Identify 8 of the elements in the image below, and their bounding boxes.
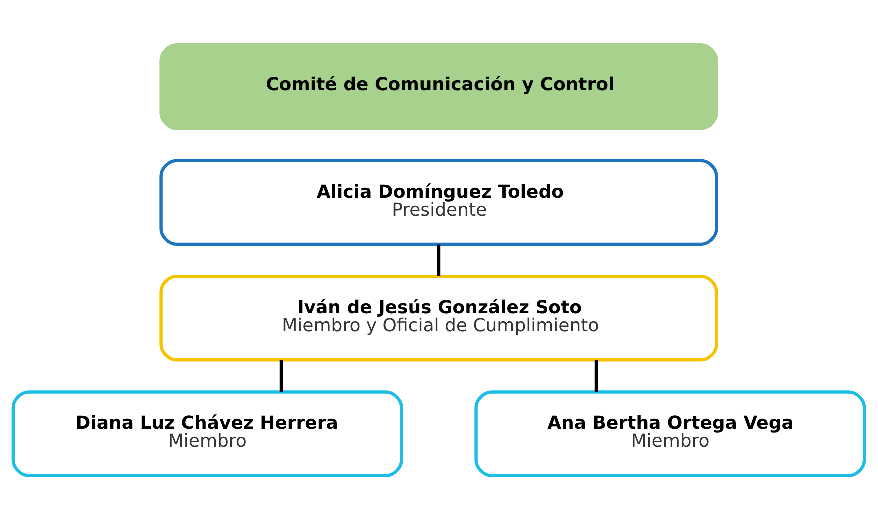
node-box: Diana Luz Chávez Herrera Miembro: [12, 390, 404, 477]
node-box: Ana Bertha Ortega Vega Miembro: [474, 390, 866, 477]
node-box: Iván de Jesús González Soto Miembro y Oficial de Cumplimiento: [160, 274, 718, 362]
connector: [594, 360, 598, 392]
node-box: Alicia Domínguez Toledo Presidente: [160, 158, 718, 246]
node-box: Comité de Comunicación y Control: [160, 43, 718, 130]
connector: [437, 244, 441, 276]
connector: [280, 360, 284, 392]
